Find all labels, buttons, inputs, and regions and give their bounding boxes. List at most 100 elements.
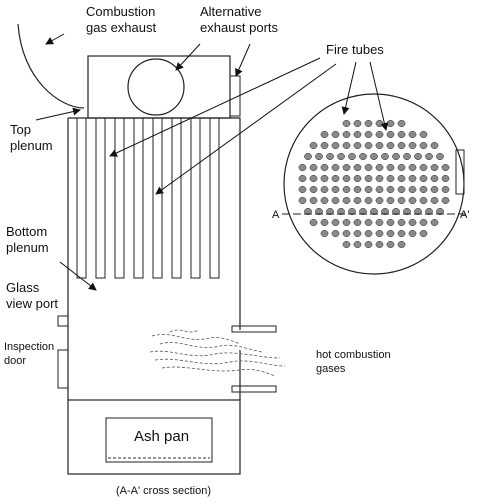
fire-tube-section [386, 197, 395, 204]
fire-tube-section [320, 164, 329, 171]
fire-tube-section [315, 208, 323, 215]
fire-tube-section [397, 186, 406, 193]
fire-tube-section [375, 175, 384, 182]
fire-tube-section [408, 131, 417, 138]
fire-tube-section [425, 153, 433, 160]
fire-tube-section [298, 197, 307, 204]
fire-tube-section [309, 164, 318, 171]
fire-tube-section [309, 197, 318, 204]
label-section-a-prime: A' [460, 209, 470, 221]
fire-tube-section [364, 142, 373, 149]
exhaust-chamber [87, 55, 231, 119]
fire-tube-section [441, 197, 450, 204]
fire-tube-section [419, 230, 428, 237]
fire-tube-section [375, 131, 384, 138]
flames [149, 329, 286, 377]
fire-tube-section [425, 208, 433, 215]
fire-tube-section [441, 175, 450, 182]
cross-section-circle [283, 93, 465, 275]
fire-tube-section [364, 219, 373, 226]
arrow-bottom-plenum [59, 261, 97, 291]
air-inlet-upper [231, 325, 277, 333]
fire-tube-section [419, 197, 428, 204]
fire-tube-section [408, 186, 417, 193]
fire-tube-section [375, 142, 384, 149]
fire-tube-section [364, 230, 373, 237]
fire-tube-section [381, 153, 389, 160]
fire-tube-section [392, 208, 400, 215]
fire-tube-section [342, 175, 351, 182]
exhaust-flow-curve [17, 23, 85, 109]
fire-tube-section [375, 186, 384, 193]
fire-tube-section [342, 197, 351, 204]
arrow-fire-tubes-1 [109, 57, 321, 157]
fire-tube-section [397, 175, 406, 182]
fire-tube-section [408, 219, 417, 226]
fire-tube-section [337, 208, 345, 215]
fire-tube-section [353, 142, 362, 149]
alt-exhaust-port-right [229, 75, 241, 117]
fire-tube-section [348, 153, 356, 160]
fire-tube-section [397, 219, 406, 226]
fire-tube-section [342, 164, 351, 171]
fire-tube-section [320, 131, 329, 138]
fire-tube-section [326, 208, 334, 215]
fire-tube-section [331, 219, 340, 226]
label-combustion-exhaust: Combustion gas exhaust [86, 4, 157, 35]
fire-tube-section [309, 175, 318, 182]
fire-tube-section [309, 142, 318, 149]
fire-tube-section [320, 186, 329, 193]
fire-tube-section [304, 208, 312, 215]
fire-tube-section [353, 175, 362, 182]
caption: (A-A' cross section) [116, 485, 212, 497]
fire-tube-section [364, 164, 373, 171]
fire-tube-section [381, 208, 389, 215]
label-hot-gases: hot combustion gases [316, 349, 391, 375]
fire-tube-section [331, 164, 340, 171]
ash-chamber [67, 399, 241, 475]
fire-tube-section [436, 208, 444, 215]
label-inspection-door: Inspection door [4, 341, 55, 367]
label-top-plenum: Top plenum [10, 122, 53, 153]
fire-tube-section [397, 164, 406, 171]
fire-tube-section [408, 164, 417, 171]
fire-tube-section [320, 230, 329, 237]
fire-tube-section [298, 175, 307, 182]
fire-tube-section [331, 197, 340, 204]
fire-tube-section [370, 153, 378, 160]
arrow-alt-exhaust-left [175, 43, 201, 71]
fire-tube-section [326, 153, 334, 160]
fire-tube-section [353, 230, 362, 237]
fire-tube-section [408, 230, 417, 237]
fire-tube-section [353, 219, 362, 226]
fire-tube-section [430, 164, 439, 171]
fire-tube-section [320, 142, 329, 149]
label-ash-pan: Ash pan [134, 428, 190, 445]
fire-tube-section [342, 219, 351, 226]
fire-tube-section [320, 219, 329, 226]
fire-tube-section [359, 153, 367, 160]
fire-tube-section [414, 153, 422, 160]
fire-tube-section [348, 208, 356, 215]
fire-tube-section [419, 175, 428, 182]
fire-tube-section [342, 186, 351, 193]
fire-tube-section [353, 241, 362, 248]
fire-tube-section [397, 241, 406, 248]
fire-tube-section [430, 186, 439, 193]
fire-tube-section [375, 164, 384, 171]
fire-tube-section [386, 175, 395, 182]
fire-tube-section [397, 142, 406, 149]
fire-tube-section [419, 142, 428, 149]
fire-tube-section [430, 142, 439, 149]
fire-tube-section [441, 186, 450, 193]
label-bottom-plenum: Bottom plenum [6, 224, 49, 255]
fire-tube-section [304, 153, 312, 160]
air-inlet-lower [231, 385, 277, 393]
fire-tube-section [298, 164, 307, 171]
fire-tube-section [414, 208, 422, 215]
fire-tube-section [375, 241, 384, 248]
fire-tube-section [397, 120, 406, 127]
fire-tube-section [331, 230, 340, 237]
fire-tube-section [375, 197, 384, 204]
